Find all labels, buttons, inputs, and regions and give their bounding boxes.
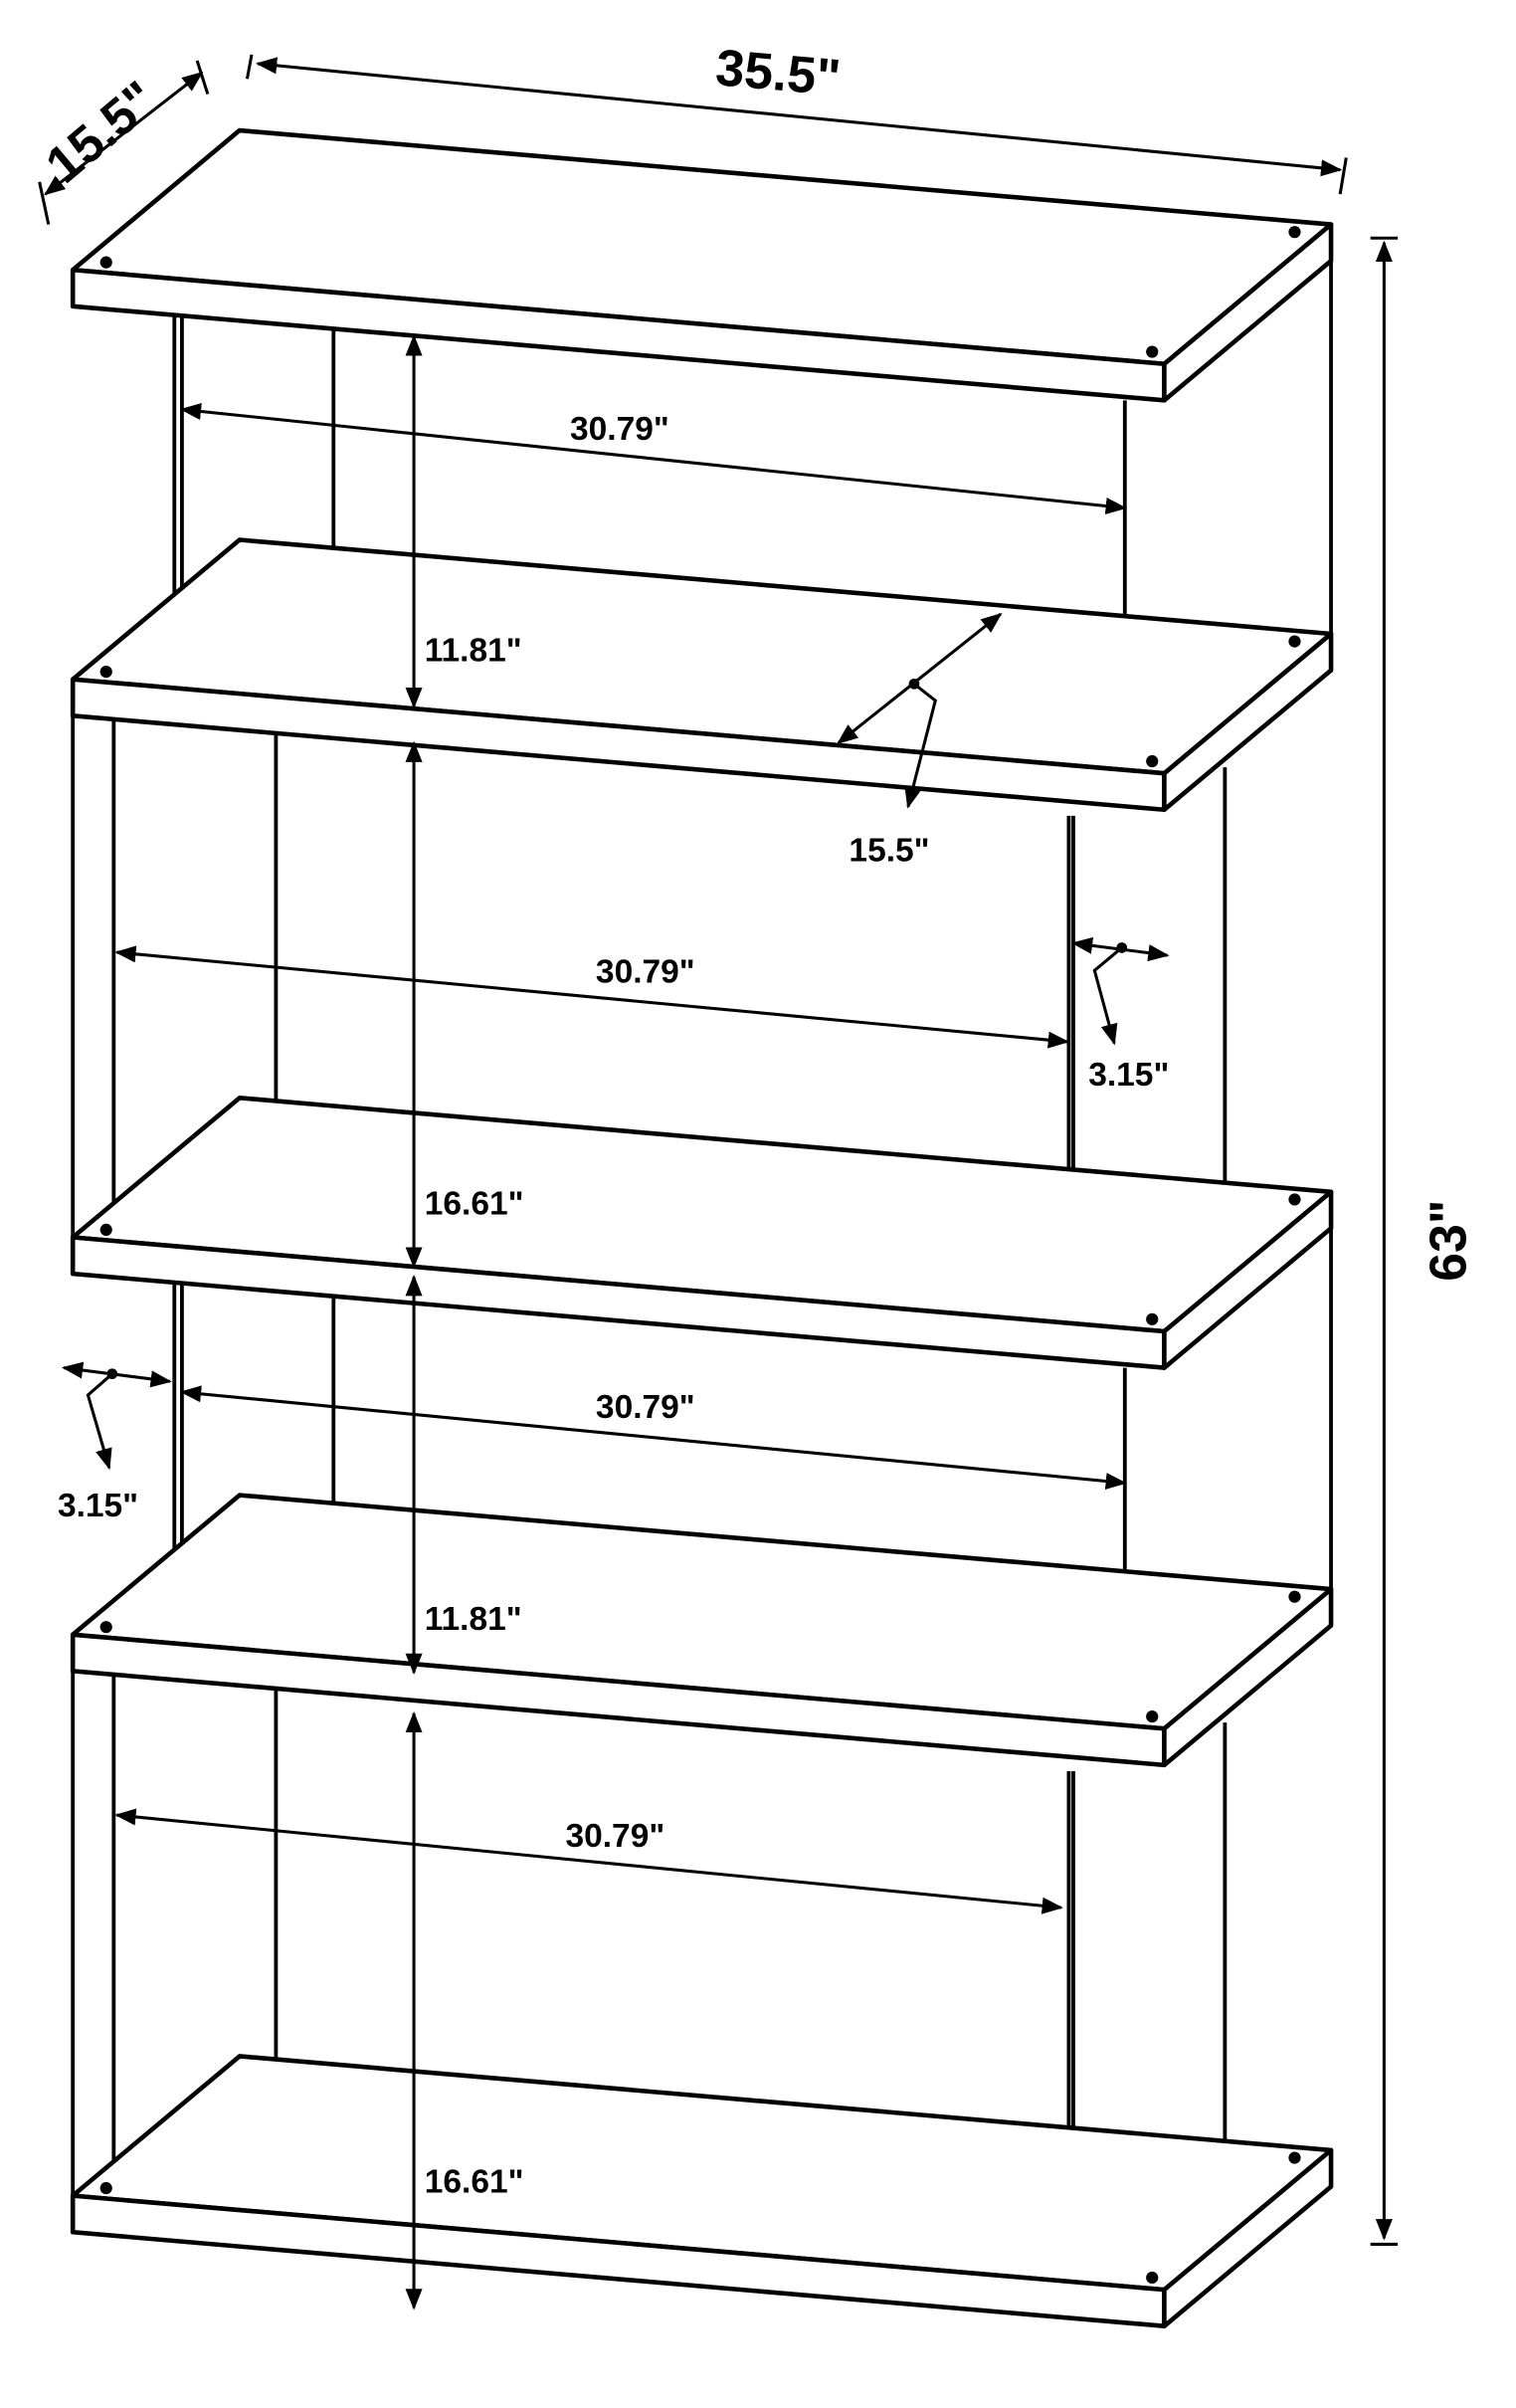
label-shelf-depth: 15.5" — [849, 833, 929, 870]
label-panel-thickness-left: 3.15" — [58, 1488, 138, 1524]
board-2-side — [1162, 631, 1334, 813]
label-inner-width-4: 30.79" — [565, 1818, 664, 1855]
screw-hole — [1146, 1709, 1159, 1723]
screw-hole — [1146, 1312, 1159, 1325]
label-inner-width-3: 30.79" — [596, 1389, 695, 1426]
screw-hole — [1288, 1193, 1301, 1206]
screw-hole — [1288, 1590, 1301, 1603]
label-overall-depth: 15.5" — [35, 70, 167, 194]
board-4-side — [1162, 1586, 1334, 1768]
screw-hole — [1146, 754, 1159, 768]
label-cube-height-3: 11.81" — [425, 1601, 522, 1638]
label-inner-width-1: 30.79" — [570, 411, 669, 448]
label-overall-height: 63" — [1420, 1200, 1477, 1282]
board-1-side — [1162, 222, 1334, 403]
bookshelf-drawing — [70, 127, 1334, 2328]
screw-hole — [99, 256, 112, 269]
screw-hole — [99, 1223, 112, 1237]
screw-hole — [1288, 635, 1301, 648]
screw-hole — [1146, 345, 1159, 358]
screw-hole — [1288, 226, 1301, 239]
screw-hole — [1288, 2151, 1301, 2164]
label-overall-width: 35.5" — [713, 38, 843, 106]
board-5-side — [1162, 2147, 1334, 2328]
screw-hole — [99, 666, 112, 679]
board-3-side — [1162, 1189, 1334, 1370]
label-cube-height-2: 16.61" — [425, 1186, 524, 1223]
screw-hole — [99, 2181, 112, 2195]
screw-hole — [99, 1621, 112, 1634]
label-panel-thickness-right: 3.15" — [1088, 1057, 1169, 1094]
label-cube-height-4: 16.61" — [425, 2164, 524, 2201]
dimension-lines — [38, 54, 1399, 2310]
label-inner-width-2: 30.79" — [596, 954, 695, 991]
screw-hole — [1146, 2271, 1159, 2285]
label-cube-height-1: 11.81" — [425, 632, 522, 669]
